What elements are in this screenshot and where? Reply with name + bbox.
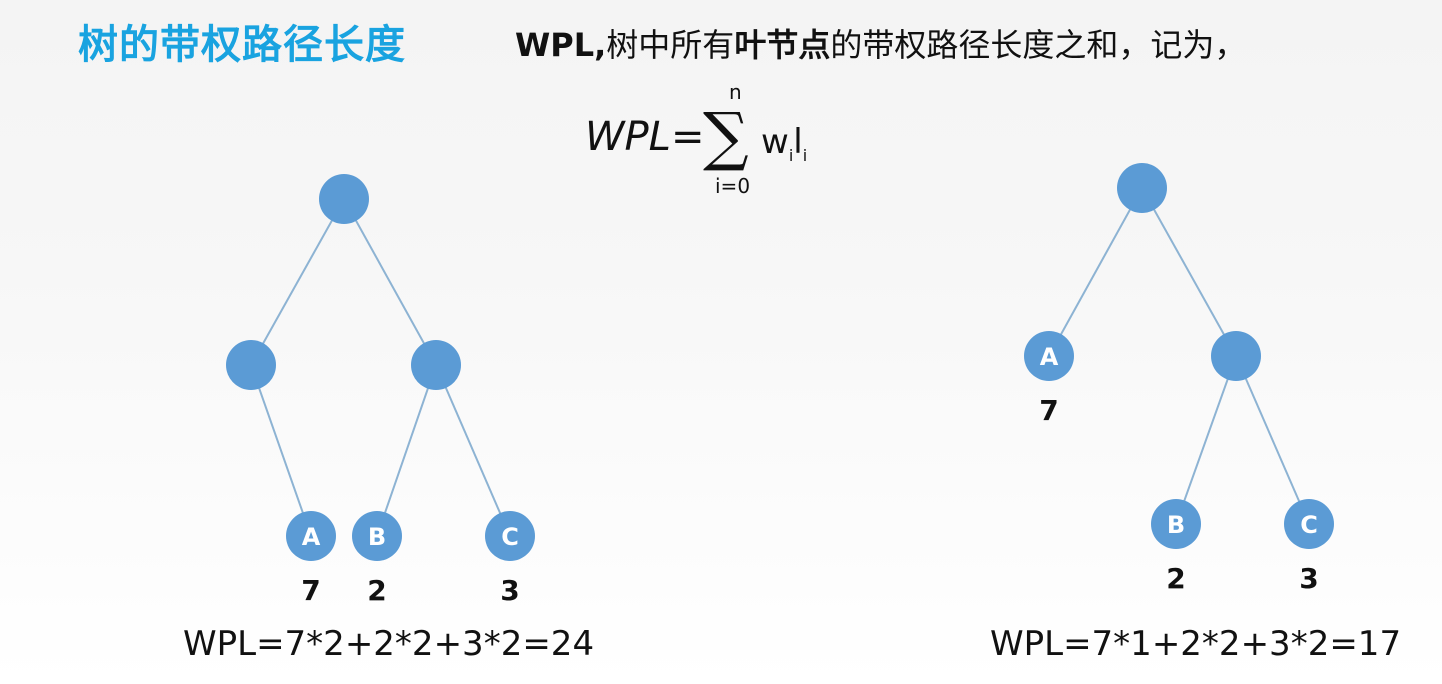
left-tree-nodes: A B C 7 2 3: [226, 174, 535, 607]
leaf-node-c: [485, 511, 535, 561]
leaf-weight-a: 7: [301, 574, 320, 607]
sum-sign: ∑: [703, 100, 749, 174]
formula-lhs: WPL=: [585, 114, 705, 160]
internal-node: [226, 340, 276, 390]
term-w: w: [761, 122, 789, 162]
leaf-weight-b: 2: [1166, 562, 1185, 595]
leaf-node-b: [1151, 499, 1201, 549]
right-tree-edges: [1048, 187, 1310, 525]
root-node: [1117, 163, 1167, 213]
edge: [1141, 187, 1237, 357]
leaf-label-a: A: [1040, 343, 1059, 371]
internal-node: [1211, 331, 1261, 381]
leaf-label-a: A: [302, 523, 321, 551]
root-node: [319, 174, 369, 224]
leaf-weight-b: 2: [367, 574, 386, 607]
desc-prefix: WPL,: [515, 26, 607, 64]
edge: [250, 364, 312, 537]
leaf-node-a: [286, 511, 336, 561]
desc-part1: 树中所有: [606, 26, 735, 64]
leaf-weight-c: 3: [500, 574, 519, 607]
term-l: l: [793, 122, 803, 162]
edge: [435, 364, 511, 537]
right-wpl-result: WPL=7*1+2*2+3*2=17: [990, 624, 1402, 664]
edge: [343, 198, 437, 366]
formula-term: wili: [761, 122, 807, 165]
leaf-node-b: [352, 511, 402, 561]
edge: [250, 198, 345, 366]
description: WPL,树中所有叶节点的带权路径长度之和，记为，: [515, 20, 1246, 66]
wpl-formula: WPL= n ∑ i=0 wili: [585, 80, 835, 204]
sum-lower-bound: i=0: [715, 174, 751, 198]
right-tree-nodes: A B C 7 2 3: [1024, 163, 1334, 595]
internal-node: [411, 340, 461, 390]
leaf-weight-c: 3: [1299, 562, 1318, 595]
leaf-node-c: [1284, 499, 1334, 549]
term-l-sub: i: [802, 145, 808, 165]
leaf-weight-a: 7: [1039, 394, 1058, 427]
left-wpl-result: WPL=7*2+2*2+3*2=24: [183, 624, 595, 664]
edge: [1235, 355, 1310, 525]
leaf-label-b: B: [368, 523, 386, 551]
leaf-node-a: [1024, 331, 1074, 381]
edge: [1175, 355, 1237, 525]
sum-upper-bound: n: [729, 80, 742, 104]
edge: [376, 364, 437, 537]
leaf-label-c: C: [501, 523, 519, 551]
desc-part2: 的带权路径长度之和，记为，: [830, 26, 1247, 64]
leaf-label-b: B: [1167, 511, 1185, 539]
edge: [1048, 187, 1143, 357]
desc-bold: 叶节点: [734, 26, 831, 64]
term-w-sub: i: [788, 145, 794, 165]
leaf-label-c: C: [1300, 511, 1318, 539]
left-tree-edges: [250, 198, 511, 537]
page-title: 树的带权路径长度: [78, 22, 406, 68]
